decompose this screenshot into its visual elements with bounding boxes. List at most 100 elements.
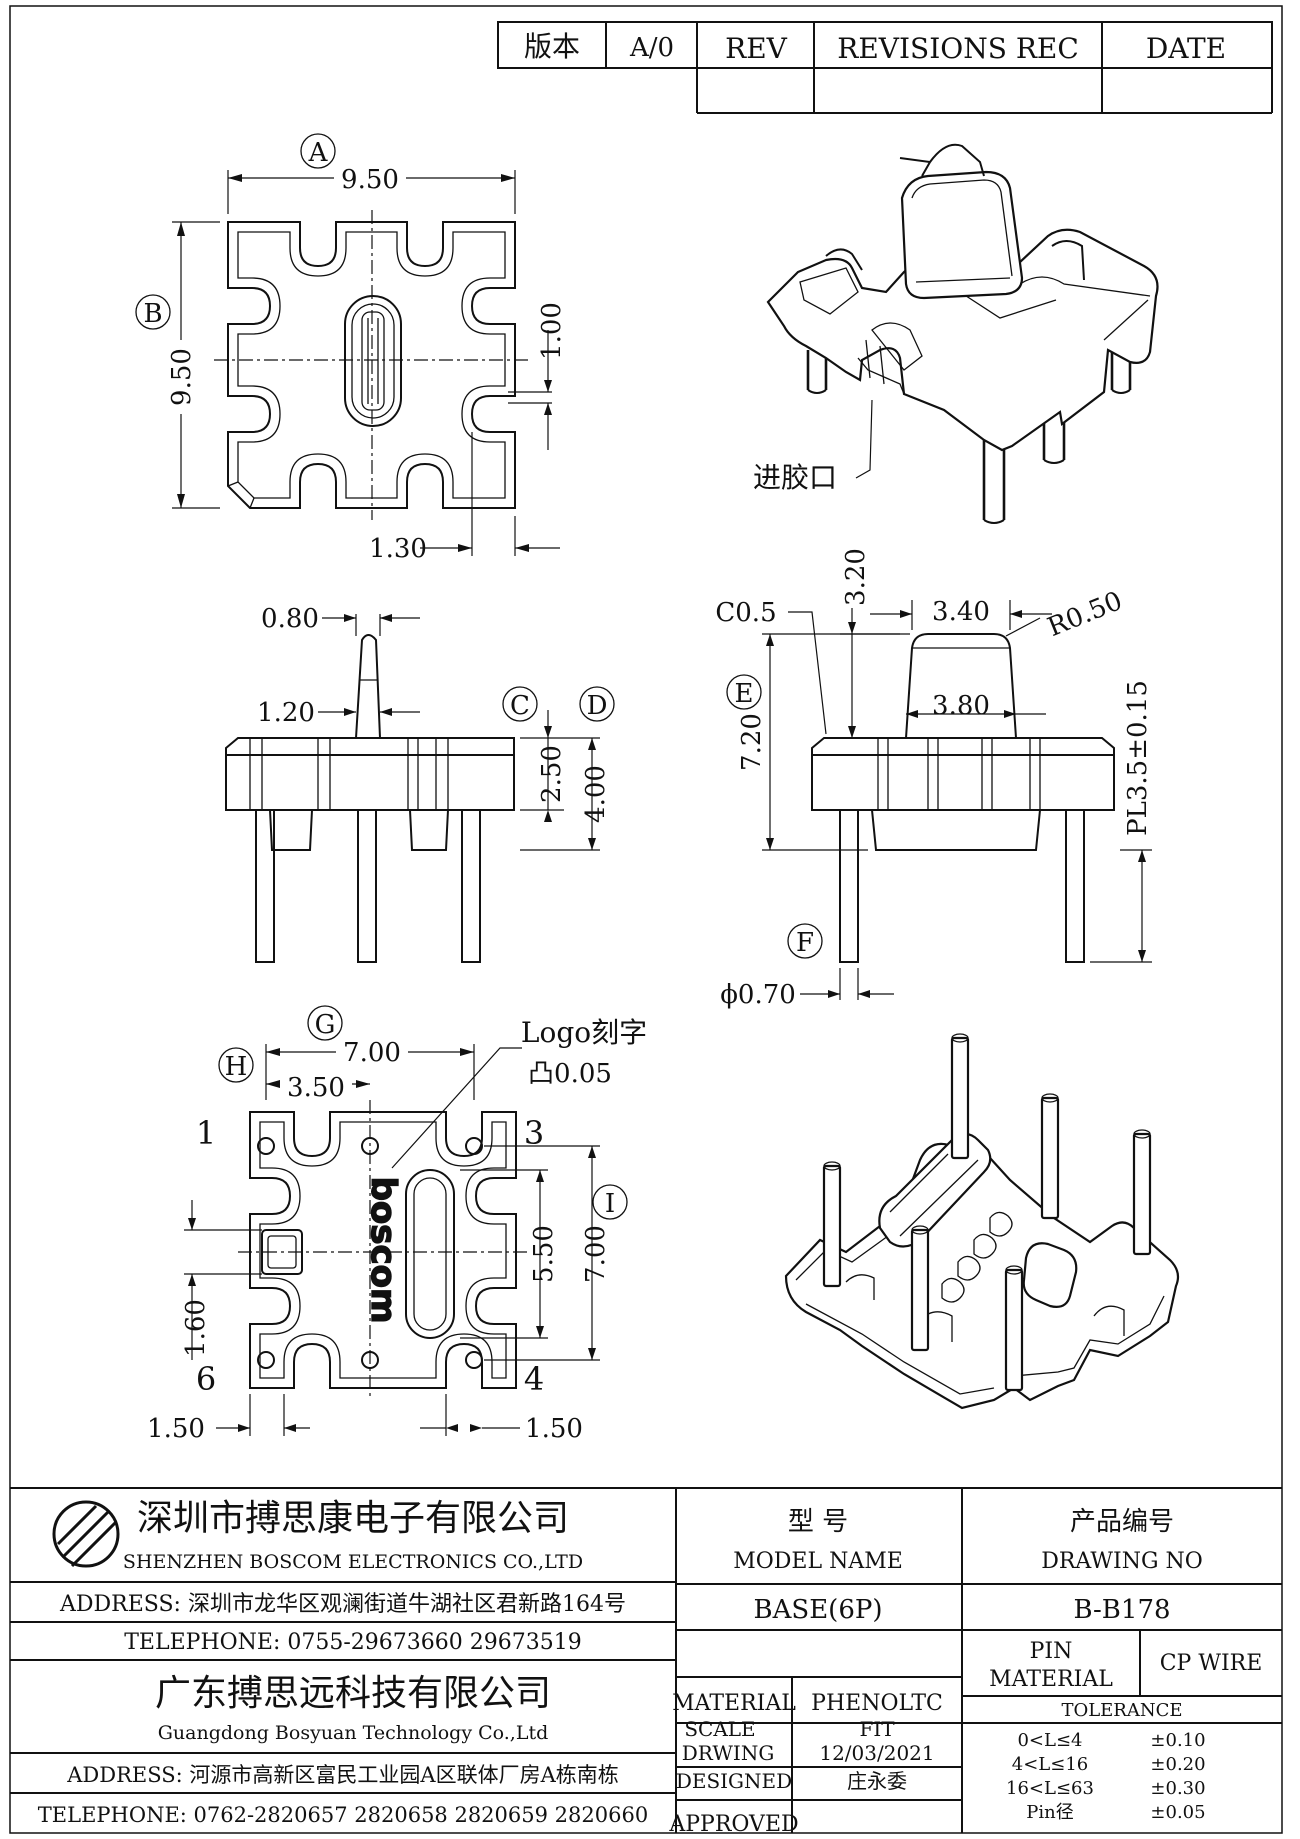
pin-3: 3 — [524, 1114, 544, 1152]
callout-d-marker — [579, 686, 615, 722]
company-cn: 深圳市搏思康电子有限公司 — [137, 1498, 569, 1539]
date-label: DATE — [1146, 32, 1226, 65]
address-1: ADDRESS: 深圳市龙华区观澜街道牛湖社区君新路164号 — [59, 1592, 626, 1617]
dim-chamfer: C0.5 — [715, 598, 776, 628]
dim-pin-tip: 0.80 — [261, 604, 319, 634]
front-body — [225, 737, 515, 811]
designed-label: DESIGNED — [676, 1769, 792, 1793]
logo-note-2: 凸0.05 — [528, 1059, 612, 1089]
tol-1-value: ±0.10 — [1150, 1730, 1205, 1751]
pin-material-value: CP WIRE — [1160, 1651, 1263, 1676]
company-en: SHENZHEN BOSCOM ELECTRONICS CO.,LTD — [123, 1551, 583, 1573]
tol-1-range: 0<L≤4 — [1017, 1730, 1082, 1751]
company2-cn: 广东搏思远科技有限公司 — [155, 1673, 551, 1714]
revision-table: 版本 A/0 REV REVISIONS REC DATE — [497, 21, 1273, 114]
approved-label: APPROVED — [668, 1812, 798, 1837]
callout-i: I — [605, 1189, 615, 1219]
tol-3-range: 16<L≤63 — [1006, 1778, 1094, 1799]
callout-c: C — [510, 691, 530, 721]
tol-3-value: ±0.30 — [1150, 1778, 1205, 1799]
iso-bottom-body — [784, 1142, 1180, 1410]
callout-e-marker — [726, 674, 762, 710]
tol-4-range: Pin径 — [1026, 1802, 1073, 1823]
top-view: A 9.50 B 9.50 1.00 1.30 — [135, 133, 567, 564]
callout-h-marker — [218, 1047, 254, 1083]
material-label: MATERIAL — [672, 1691, 796, 1716]
title-block: 深圳市搏思康电子有限公司 SHENZHEN BOSCOM ELECTRONICS… — [10, 1487, 1282, 1833]
iso-boss — [900, 170, 1024, 300]
tol-2-range: 4<L≤16 — [1012, 1754, 1088, 1775]
callout-g: G — [315, 1010, 336, 1040]
dim-top-w: 3.40 — [932, 597, 990, 627]
iso-bottom-view — [784, 1033, 1180, 1410]
bottom-view: boscom G 7.00 H 3.50 Logo刻字 凸0.05 1 3 6 … — [147, 1005, 647, 1444]
dim-c: 2.50 — [537, 745, 567, 803]
callout-d: D — [587, 691, 608, 721]
callout-g-marker — [307, 1005, 343, 1041]
model-cn: 型 号 — [788, 1507, 848, 1537]
company-logo — [52, 1500, 120, 1568]
tolerance-label: TOLERANCE — [1061, 1700, 1182, 1721]
dim-boss-h: 3.20 — [841, 548, 871, 606]
dim-br: 1.50 — [525, 1414, 583, 1444]
designed-value: 庄永委 — [847, 1769, 907, 1793]
company2-en: Guangdong Bosyuan Technology Co.,Ltd — [158, 1722, 549, 1744]
dim-pin-dia: ϕ0.70 — [720, 980, 796, 1010]
side-body — [811, 737, 1115, 811]
dim-inner-h: 5.50 — [529, 1225, 559, 1283]
version-label: 版本 — [524, 30, 580, 63]
callout-h: H — [225, 1052, 248, 1082]
dim-pin-len: PL3.5±0.15 — [1123, 680, 1153, 836]
iso-top-view: 进胶口 — [753, 143, 1159, 524]
pin-material-1: PIN — [1030, 1639, 1073, 1664]
model-value: BASE(6P) — [754, 1595, 883, 1625]
callout-b-marker — [135, 294, 171, 330]
sheet-border — [9, 5, 1283, 1834]
dim-pin-base: 1.20 — [257, 698, 315, 728]
callout-b: B — [143, 299, 162, 329]
pin-6: 6 — [196, 1360, 216, 1398]
pin-material-2: MATERIAL — [989, 1667, 1113, 1692]
drawing-label: DRWING — [682, 1741, 775, 1765]
callout-a-marker — [300, 133, 336, 169]
telephone-1: TELEPHONE: 0755-29673660 29673519 — [124, 1630, 582, 1655]
dim-radius: R0.50 — [1043, 586, 1126, 643]
callout-f-marker — [787, 923, 823, 959]
side-view: C0.5 3.20 3.40 R0.50 E 7.20 3.80 PL3. — [715, 548, 1153, 1010]
side-boss — [905, 633, 1017, 739]
iso-bottom-pins — [822, 1033, 1152, 1392]
dim-slot: 1.00 — [537, 302, 567, 360]
tol-4-value: ±0.05 — [1150, 1802, 1205, 1823]
pin-4: 4 — [524, 1360, 544, 1398]
drawing-en: DRAWING NO — [1041, 1549, 1203, 1574]
telephone-2: TELEPHONE: 0762-2820657 2820658 2820659 … — [38, 1803, 648, 1827]
dim-offset: 1.30 — [369, 534, 427, 564]
drawing-cn: 产品编号 — [1070, 1507, 1174, 1537]
bottom-view-outline — [249, 1111, 517, 1389]
rev-label: REV — [725, 32, 788, 65]
callout-e: E — [735, 679, 754, 709]
logo-text: boscom — [363, 1177, 403, 1324]
dim-bl: 1.50 — [147, 1414, 205, 1444]
scale-label: SCALE — [684, 1717, 755, 1741]
front-tall-pin — [355, 634, 381, 739]
revisions-label: REVISIONS REC — [837, 32, 1079, 65]
material-value: PHENOLTC — [811, 1691, 943, 1716]
callout-i-marker — [592, 1184, 628, 1220]
drawing-value: B-B178 — [1073, 1595, 1170, 1625]
version-value: A/0 — [629, 33, 674, 63]
address-2: ADDRESS: 河源市高新区富民工业园A区联体厂房A栋南栋 — [66, 1763, 618, 1787]
tol-2-value: ±0.20 — [1150, 1754, 1205, 1775]
dim-g: 7.00 — [343, 1038, 401, 1068]
dim-width: 9.50 — [341, 165, 399, 195]
callout-a: A — [308, 138, 329, 168]
logo-note-1: Logo刻字 — [521, 1016, 647, 1049]
top-view-outline — [227, 221, 516, 509]
dim-boss-w: 3.80 — [932, 691, 990, 721]
callout-c-marker — [502, 686, 538, 722]
dim-e: 7.20 — [737, 713, 767, 771]
dim-h: 3.50 — [287, 1073, 345, 1103]
callout-f: F — [796, 928, 814, 958]
drawing-date: 12/03/2021 — [819, 1741, 934, 1765]
